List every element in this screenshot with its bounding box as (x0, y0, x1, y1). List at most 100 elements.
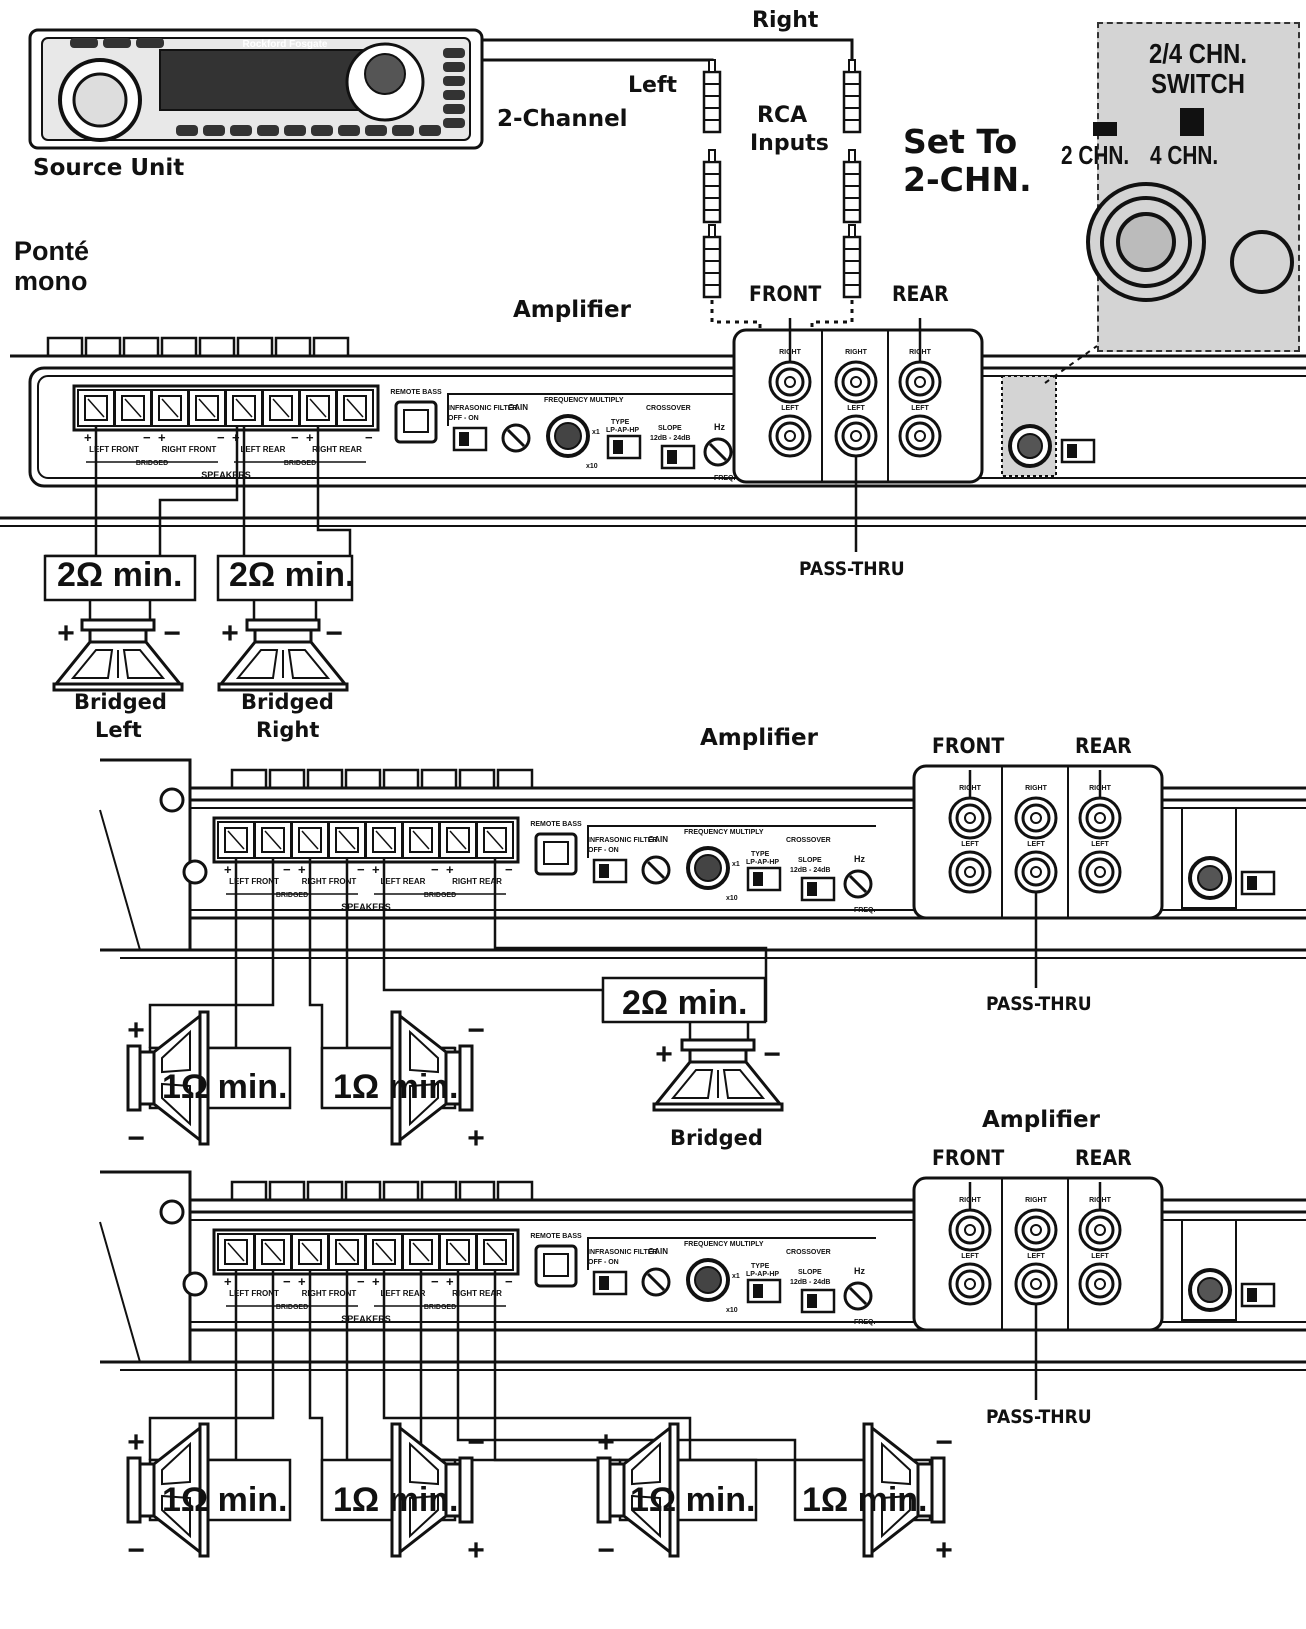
terminal-polarity: − (365, 430, 373, 445)
heatsink-fin (198, 336, 236, 358)
lbl-rca-right: RIGHT (779, 349, 802, 356)
d1-wire (158, 426, 239, 556)
side-button (443, 62, 465, 72)
lbl-slope: SLOPE (798, 1269, 822, 1276)
d1-ohm-box-right (216, 554, 354, 602)
heatsink-fin (46, 336, 84, 358)
set-to-line1: Set To (903, 122, 1018, 161)
terminal-polarity: + (372, 862, 380, 877)
terminal-polarity: + (446, 862, 454, 877)
lbl-crossover: CROSSOVER (786, 837, 831, 844)
switch-neighbor-knob (1230, 230, 1294, 294)
heatsink-fin (268, 1180, 306, 1202)
speaker-terminal (476, 821, 514, 859)
slope-switch (800, 876, 836, 902)
d2-wire (148, 858, 275, 1048)
front-bracket (587, 825, 876, 858)
ponte-line2: mono (14, 266, 88, 296)
rca-jack-right (898, 360, 942, 404)
amp1-front-label: FRONT (749, 282, 822, 306)
lbl-gain: GAIN (508, 403, 528, 412)
lbl-bridged: BRIDGED (136, 460, 168, 467)
freq-multiply-knob-inner (694, 1266, 722, 1294)
mount-bracket-diag (99, 809, 141, 951)
speaker-terminal (262, 389, 300, 427)
lbl-bridged: BRIDGED (424, 892, 456, 899)
preset-button (419, 125, 441, 136)
terminal-polarity: − (505, 862, 513, 877)
heatsink-fin (268, 768, 306, 790)
plug-a-tip (848, 59, 856, 73)
preamp-switch (1240, 870, 1276, 896)
heatsink-fin (496, 768, 534, 790)
speaker-terminal (291, 1233, 329, 1271)
amp3-title: Amplifier (982, 1107, 1100, 1133)
polarity-minus: − (935, 1426, 953, 1459)
chn-switch-knob-inner (1197, 1277, 1223, 1303)
amp1-passthru-label: PASS-THRU (799, 558, 905, 580)
lbl-rca-right: RIGHT (1025, 785, 1048, 792)
lbl-infrasonic: INFRASONIC FILTER (448, 405, 517, 412)
lbl-speakers: SPEAKERS (341, 1314, 391, 1324)
lbl-slope-opts: 12dB - 24dB (790, 1279, 830, 1286)
heatsink-fin (344, 768, 382, 790)
terminal-polarity: + (158, 430, 166, 445)
terminal-polarity: + (84, 430, 92, 445)
lbl-remote-bass: REMOTE BASS (390, 389, 442, 396)
lbl-freq-multiply: FREQUENCY MULTIPLY (544, 397, 624, 404)
plug-c-body (702, 235, 722, 299)
lbl-type-opts: LP-AP-HP (606, 427, 639, 434)
plug-b-body (842, 160, 862, 224)
front-bracket (587, 1237, 876, 1270)
plug-a-body (842, 70, 862, 134)
lbl-x10: x10 (586, 463, 598, 470)
heatsink-fin (458, 768, 496, 790)
mount-screw (159, 1199, 185, 1225)
polarity-minus: − (163, 617, 181, 650)
d1-ohm-right: 2Ω min. (229, 556, 355, 594)
lbl-freq-multiply: FREQUENCY MULTIPLY (684, 1241, 764, 1248)
heatsink-fin (160, 336, 198, 358)
terminal-polarity: − (291, 430, 299, 445)
lbl-rca-left: LEFT (961, 1253, 979, 1260)
lbl-bridged: BRIDGED (276, 1304, 308, 1311)
terminal-polarity: − (431, 862, 439, 877)
side-button (443, 118, 465, 128)
lbl-left-front: LEFT FRONT (89, 445, 139, 454)
preset-button (284, 125, 306, 136)
lbl-hz: Hz (854, 854, 865, 864)
heatsink-fin (306, 1180, 344, 1202)
polarity-minus: − (127, 1122, 145, 1155)
d1-wire (316, 426, 352, 556)
polarity-minus: − (763, 1038, 781, 1071)
top-button (136, 38, 164, 48)
side-button (443, 48, 465, 58)
heatsink-fin (312, 336, 350, 358)
rca-right-wire (482, 38, 854, 70)
polarity-plus: + (935, 1534, 953, 1567)
rca-cable-left (702, 59, 722, 299)
heatsink-fin (382, 1180, 420, 1202)
channel-label: 2-Channel (497, 106, 628, 132)
chn-switch-knob-inner (1197, 865, 1223, 891)
lbl-left-front: LEFT FRONT (229, 1289, 279, 1298)
d3-wire (148, 1270, 275, 1460)
d3-ohm-d: 1Ω min. (802, 1481, 928, 1519)
lbl-rca-left: LEFT (781, 405, 799, 412)
lbl-type: TYPE (751, 1263, 770, 1270)
speaker-terminal (328, 1233, 366, 1271)
lbl-x1: x1 (592, 429, 600, 436)
preamp-switch (1060, 438, 1096, 464)
lbl-gain: GAIN (648, 1247, 668, 1256)
speaker-terminal (151, 389, 189, 427)
lbl-crossover: CROSSOVER (786, 1249, 831, 1256)
d3-ohm-a: 1Ω min. (162, 1481, 288, 1519)
lbl-rca-left: LEFT (1091, 841, 1109, 848)
amp2-title: Amplifier (700, 725, 818, 751)
heatsink-fin (420, 768, 458, 790)
switch-title-line1: 2/4 CHN. (1149, 38, 1247, 69)
rca-jack-left (948, 850, 992, 894)
d1-ohm-box-left (43, 554, 197, 602)
polarity-plus: + (57, 617, 75, 650)
remote-bass-port-inner (403, 409, 429, 433)
